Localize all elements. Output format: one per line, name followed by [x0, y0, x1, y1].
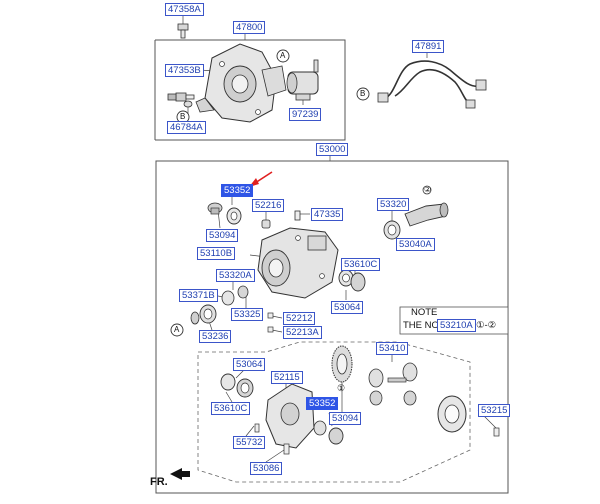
part-label-46784a[interactable]: 46784A	[167, 121, 206, 134]
part-label-53064-bottom[interactable]: 53064	[233, 358, 266, 371]
part-label-53610c-top[interactable]: 53610C	[341, 258, 381, 271]
part-label-53210a[interactable]: 53210A	[437, 319, 476, 332]
differential-gears-icon	[368, 362, 500, 437]
part-label-97239[interactable]: 97239	[289, 108, 322, 121]
part-label-53110b[interactable]: 53110B	[197, 247, 236, 260]
pin-55732-icon	[254, 423, 260, 433]
part-label-52212[interactable]: 52212	[283, 312, 316, 325]
part-label-53325[interactable]: 53325	[231, 308, 264, 321]
note-title: NOTE	[411, 307, 438, 318]
callout-b-letter-top: B	[180, 112, 186, 121]
left-seal-group-icon	[170, 285, 249, 337]
callout-a-letter-top: A	[280, 51, 286, 60]
bearing-cup-top-icon	[338, 269, 366, 292]
part-label-53320a[interactable]: 53320A	[216, 269, 255, 282]
bearing-cup-bottom-icon	[220, 373, 254, 398]
differential-assembly-group	[155, 153, 509, 494]
transfer-assembly-group	[154, 12, 346, 141]
callout-2-mark: ②	[424, 185, 432, 194]
part-label-55732[interactable]: 55732	[233, 436, 266, 449]
plug-46784a-icon	[183, 100, 193, 108]
part-label-47358a[interactable]: 47358A	[165, 3, 204, 16]
part-label-53094-bottom[interactable]: 53094	[329, 412, 362, 425]
part-label-53040a[interactable]: 53040A	[396, 238, 435, 251]
callout-1-mark: ①	[337, 383, 346, 393]
sensor-47353b-icon	[167, 92, 195, 102]
part-label-47891[interactable]: 47891	[412, 40, 445, 53]
pinion-gear-icon	[404, 185, 449, 227]
wiring-harness-icon	[356, 48, 487, 109]
part-label-53352-top[interactable]: 53352	[221, 184, 254, 197]
part-label-53371b[interactable]: 53371B	[179, 289, 218, 302]
part-label-53064-top[interactable]: 53064	[331, 301, 364, 314]
bolt-47335-icon	[294, 210, 301, 221]
callout-b-letter-harness: B	[360, 89, 366, 98]
differential-housing-icon	[257, 227, 339, 299]
oil-seal-bottom-icon	[313, 420, 344, 445]
callout-a-icon	[276, 49, 290, 63]
bolt-52213a-icon	[267, 326, 274, 333]
plug-52216-icon	[261, 219, 271, 229]
part-label-52115[interactable]: 52115	[271, 371, 303, 384]
part-label-53086[interactable]: 53086	[250, 462, 283, 475]
oil-seal-top-icon	[207, 202, 242, 225]
bolt-47358a-icon	[177, 23, 189, 39]
part-label-53610c-bottom[interactable]: 53610C	[211, 402, 251, 415]
callout-a-letter-bottom: A	[174, 325, 180, 334]
part-label-53000[interactable]: 53000	[316, 143, 349, 156]
front-direction-label: FR.	[150, 476, 168, 488]
part-label-53215[interactable]: 53215	[478, 404, 511, 417]
part-label-52216[interactable]: 52216	[252, 199, 285, 212]
rear-cover-icon	[265, 383, 315, 449]
part-label-52213a[interactable]: 52213A	[283, 326, 322, 339]
part-label-47800[interactable]: 47800	[233, 21, 266, 34]
part-label-53094-top[interactable]: 53094	[206, 229, 239, 242]
bearing-53320-icon	[383, 220, 401, 240]
bolt-53086-icon	[283, 443, 290, 455]
note-prefix: THE NO	[403, 320, 439, 331]
part-label-47353b[interactable]: 47353B	[165, 64, 204, 77]
part-label-53352-bottom[interactable]: 53352	[306, 397, 339, 410]
part-label-53320[interactable]: 53320	[377, 198, 410, 211]
note-range: ①-②	[476, 320, 497, 331]
transfer-case-icon	[195, 43, 287, 123]
bolt-52212-icon	[267, 312, 274, 319]
ring-gear-icon	[331, 345, 353, 383]
part-label-53236[interactable]: 53236	[199, 330, 232, 343]
part-label-53410[interactable]: 53410	[376, 342, 409, 355]
part-label-47335[interactable]: 47335	[311, 208, 344, 221]
front-direction-arrow-icon	[170, 468, 190, 480]
actuator-97239-icon	[286, 59, 319, 101]
